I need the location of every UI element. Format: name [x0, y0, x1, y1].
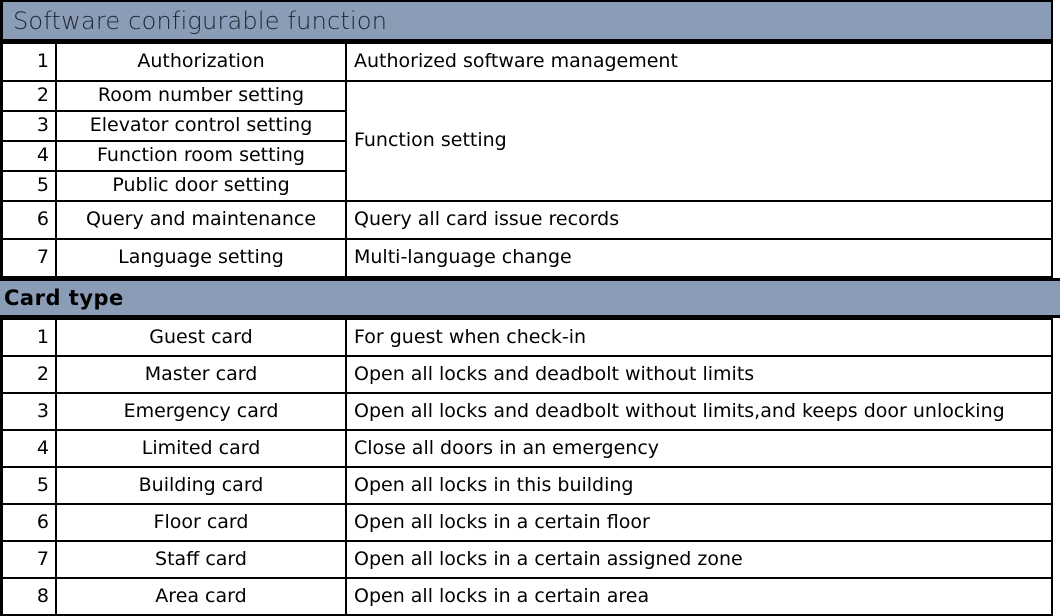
card-description: Open all locks in this building [345, 466, 1053, 505]
row-number: 4 [0, 429, 57, 468]
card-description: Close all doors in an emergency [345, 429, 1053, 468]
function-name: Public door setting [55, 170, 347, 202]
card-name: Master card [55, 355, 347, 394]
card-name: Area card [55, 577, 347, 616]
section-banner-software-configurable-function: Software configurable function [0, 0, 1053, 42]
card-name: Guest card [55, 318, 347, 357]
table-row: 1 Guest card For guest when check-in [0, 318, 1053, 357]
function-name: Elevator control setting [55, 110, 347, 142]
card-name: Emergency card [55, 392, 347, 431]
table-row: 5 Building card Open all locks in this b… [0, 466, 1053, 505]
row-number: 2 [0, 355, 57, 394]
function-description: Query all card issue records [345, 200, 1053, 240]
row-number: 4 [0, 140, 57, 172]
card-type-table: 1 Guest card For guest when check-in 2 M… [0, 318, 1053, 616]
table-row: 8 Area card Open all locks in a certain … [0, 577, 1053, 616]
table-row: 7 Staff card Open all locks in a certain… [0, 540, 1053, 579]
function-name: Authorization [55, 42, 347, 82]
table-row: 2 Master card Open all locks and deadbol… [0, 355, 1053, 394]
table-row: 4 Limited card Close all doors in an eme… [0, 429, 1053, 468]
row-number: 5 [0, 466, 57, 505]
row-number: 3 [0, 392, 57, 431]
function-description: Authorized software management [345, 42, 1053, 82]
card-description: Open all locks in a certain area [345, 577, 1053, 616]
table-row: 1 Authorization Authorized software mana… [0, 42, 1053, 82]
table-row: 3 Elevator control setting [0, 110, 1053, 142]
function-name: Function room setting [55, 140, 347, 172]
row-number: 3 [0, 110, 57, 142]
card-name: Floor card [55, 503, 347, 542]
card-description: Open all locks and deadbolt without limi… [345, 392, 1053, 431]
row-number: 5 [0, 170, 57, 202]
row-number: 7 [0, 238, 57, 278]
card-description: Open all locks and deadbolt without limi… [345, 355, 1053, 394]
row-number: 1 [0, 318, 57, 357]
software-configurable-function-table: 1 Authorization Authorized software mana… [0, 42, 1053, 278]
card-name: Limited card [55, 429, 347, 468]
row-number: 8 [0, 577, 57, 616]
row-number: 6 [0, 200, 57, 240]
card-description: For guest when check-in [345, 318, 1053, 357]
function-name: Query and maintenance [55, 200, 347, 240]
table-row: 2 Room number setting Function setting [0, 80, 1053, 202]
function-description-merged: Function setting [345, 80, 1053, 202]
function-name: Room number setting [55, 80, 347, 112]
table-row: 6 Floor card Open all locks in a certain… [0, 503, 1053, 542]
row-number: 1 [0, 42, 57, 82]
table-row: 3 Emergency card Open all locks and dead… [0, 392, 1053, 431]
row-number: 6 [0, 503, 57, 542]
card-name: Staff card [55, 540, 347, 579]
table-row: 4 Function room setting [0, 140, 1053, 172]
function-name: Language setting [55, 238, 347, 278]
row-number: 2 [0, 80, 57, 112]
function-description: Multi-language change [345, 238, 1053, 278]
card-description: Open all locks in a certain floor [345, 503, 1053, 542]
card-description: Open all locks in a certain assigned zon… [345, 540, 1053, 579]
row-number: 7 [0, 540, 57, 579]
section-title-software-configurable-function: Software configurable function [13, 6, 388, 35]
card-name: Building card [55, 466, 347, 505]
table-row: 5 Public door setting [0, 170, 1053, 202]
table-row: 6 Query and maintenance Query all card i… [0, 200, 1053, 240]
section-banner-card-type: Card type [0, 278, 1060, 318]
section-title-card-type: Card type [4, 286, 124, 310]
table-row: 7 Language setting Multi-language change [0, 238, 1053, 278]
